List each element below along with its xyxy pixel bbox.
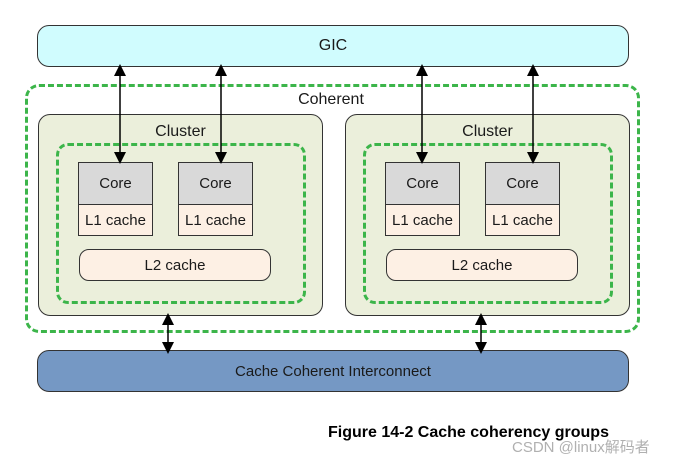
cluster-1: Cluster Core L1 cache Core L1 cache L2 c… bbox=[345, 114, 630, 316]
l2-cache-label: L2 cache bbox=[451, 256, 513, 274]
l2-cache-label: L2 cache bbox=[144, 256, 206, 274]
l1-cache-label: L1 cache bbox=[79, 205, 152, 235]
coherent-group-boundary bbox=[25, 84, 640, 333]
cluster-inner-boundary bbox=[56, 143, 306, 304]
interconnect-label: Cache Coherent Interconnect bbox=[235, 362, 431, 380]
cluster-0: Cluster Core L1 cache Core L1 cache L2 c… bbox=[38, 114, 323, 316]
core-block: Core L1 cache bbox=[485, 162, 560, 236]
l2-cache-block: L2 cache bbox=[386, 249, 578, 281]
core-block: Core L1 cache bbox=[385, 162, 460, 236]
gic-block: GIC bbox=[37, 25, 629, 67]
core-block: Core L1 cache bbox=[178, 162, 253, 236]
l1-cache-label: L1 cache bbox=[386, 205, 459, 235]
core-block: Core L1 cache bbox=[78, 162, 153, 236]
cluster-label: Cluster bbox=[155, 123, 206, 140]
cluster-label: Cluster bbox=[462, 123, 513, 140]
gic-label: GIC bbox=[318, 37, 348, 54]
coherent-label: Coherent bbox=[298, 91, 364, 108]
watermark: CSDN @linux解码者 bbox=[512, 439, 650, 456]
core-label: Core bbox=[386, 163, 459, 205]
figure-caption: Figure 14-2 Cache coherency groups bbox=[328, 424, 609, 441]
cache-coherent-interconnect-block: Cache Coherent Interconnect bbox=[37, 350, 629, 392]
l2-cache-block: L2 cache bbox=[79, 249, 271, 281]
l1-cache-label: L1 cache bbox=[486, 205, 559, 235]
l1-cache-label: L1 cache bbox=[179, 205, 252, 235]
core-label: Core bbox=[79, 163, 152, 205]
core-label: Core bbox=[486, 163, 559, 205]
cluster-inner-boundary bbox=[363, 143, 613, 304]
core-label: Core bbox=[179, 163, 252, 205]
